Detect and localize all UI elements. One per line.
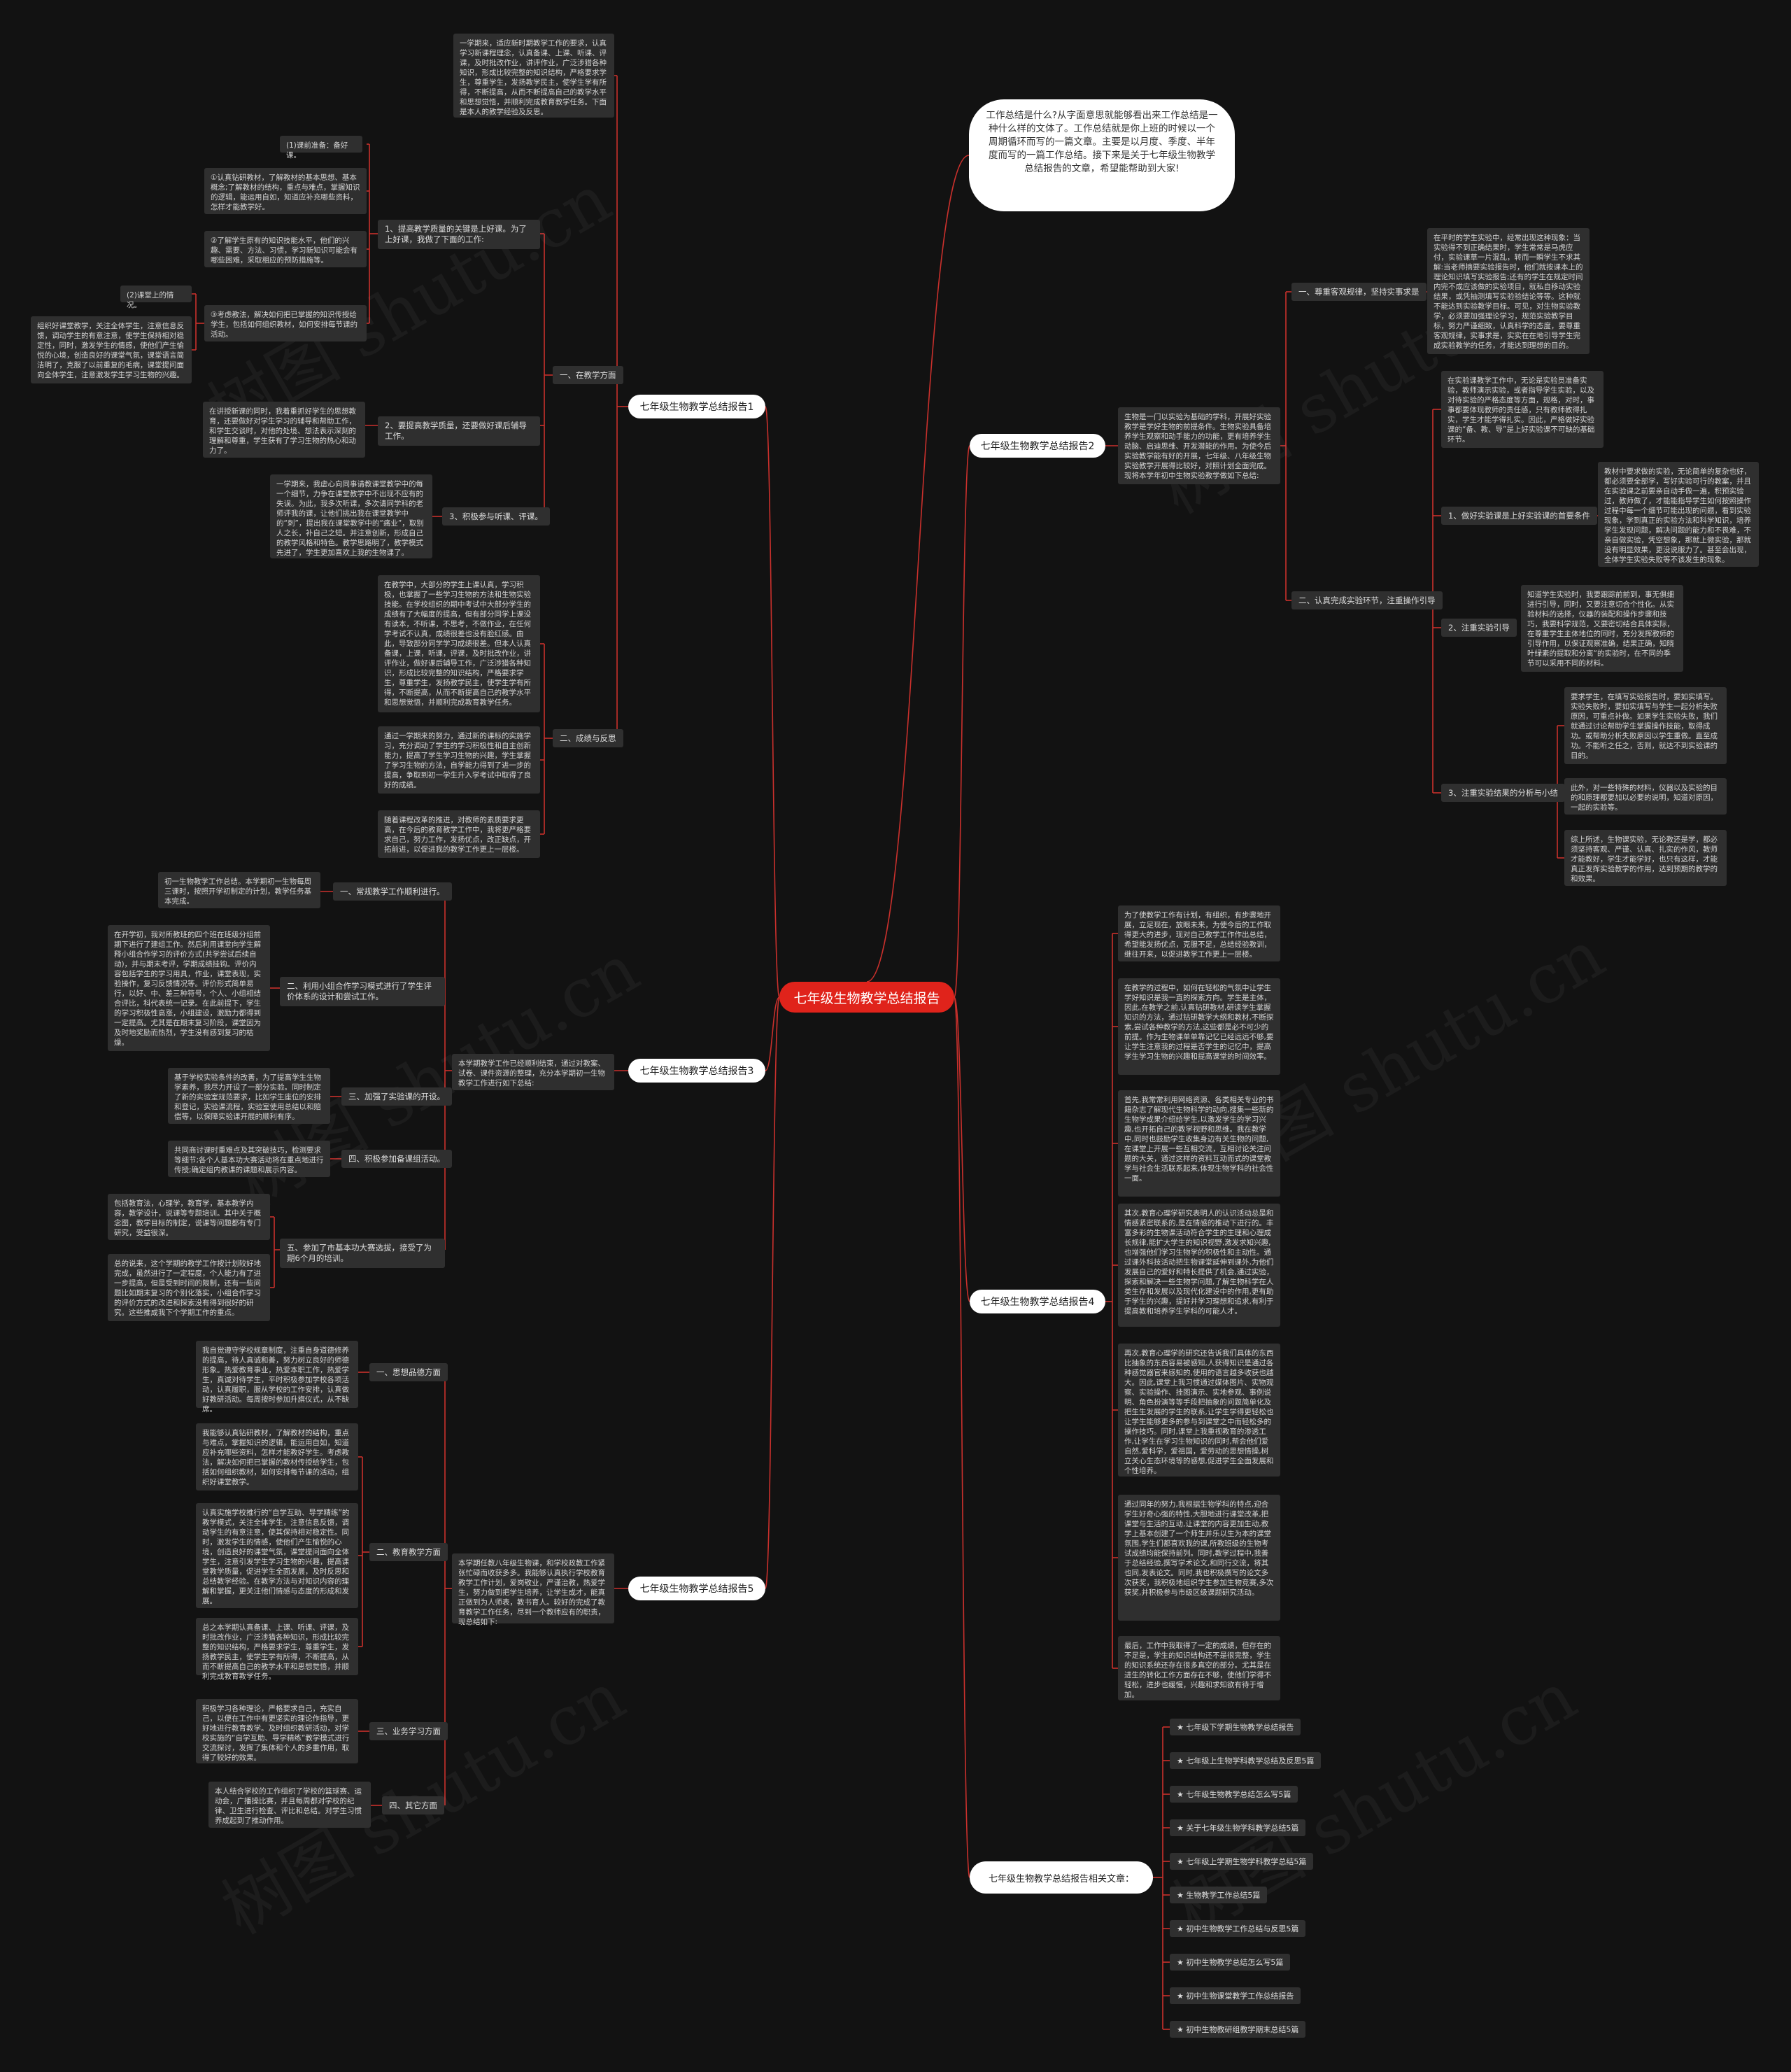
report5-section-study[interactable]: 三、业务学习方面 xyxy=(369,1722,448,1740)
report4-topic[interactable]: 七年级生物教学总结报告4 xyxy=(970,1290,1105,1313)
report5-other-note: 本人结合学校的工作组织了学校的篮球赛、运动会，广播操比赛，并且每周都对学校的纪律… xyxy=(208,1782,371,1828)
connector-line xyxy=(765,406,780,998)
report4-note7: 最后，工作中我取得了一定的成绩，但存在的不足是，学生的知识结构还不是很完整，学生… xyxy=(1118,1636,1280,1700)
related-article-link[interactable]: ★ 初中生物教学总结怎么写5篇 xyxy=(1170,1954,1291,1971)
report1-results-note3: 随着课程改革的推进，对教师的素质要求更高，在今后的教育教学工作中，我将更严格要求… xyxy=(378,810,540,858)
report5-teaching-note1: 我能够认真钻研教材，了解教材的结构，重点与难点，掌握知识的逻辑，能运用自如，知道… xyxy=(196,1423,358,1490)
report4-note1: 为了使教学工作有计划，有组织，有步骤地开展，立足现在，放眼未来，为使今后的工作取… xyxy=(1118,905,1280,961)
report5-morality-note: 我自觉遵守学校规章制度，注重自身道德修养的提高，待人真诚和善，努力树立良好的师德… xyxy=(196,1341,358,1414)
report3-contest-note1: 包括教育法，心理学，教育学，基本教学内容，教学设计，说课等专题培训。其中关于概念… xyxy=(108,1194,270,1240)
report1-section-results[interactable]: 二、成绩与反思 xyxy=(553,729,623,747)
report1-prep-item3: ③考虑教法，解决如何把已掌握的知识传授给学生，包括如何组织教材，如何安排每节课的… xyxy=(204,305,367,341)
report4-note3: 首先,我常常利用网络资源、各类相关专业的书籍杂志了解现代生物科学的动向,搜集一些… xyxy=(1118,1090,1280,1197)
report2-experiment-note: 在实验课教学工作中，无论是实验员准备实验，教师演示实验，或者指导学生实验，以及对… xyxy=(1441,371,1604,448)
report1-subsection-observe[interactable]: 3、积极参与听课、评课。 xyxy=(442,507,550,526)
report3-intro-note: 本学期教学工作已经顺利结束，通过对教案、试卷、课件资源的整理，充分本学期初一生物… xyxy=(452,1054,614,1090)
report2-respect-note: 在平时的学生实验中，经常出现这种现象：当实验得不到正确结果时，学生常常是马虎应付… xyxy=(1427,228,1590,354)
report5-section-morality[interactable]: 一、思想品德方面 xyxy=(369,1363,448,1381)
report5-study-note: 积极学习各种理论，严格要求自己，充实自己，以便在工作中有更坚实的理论作指导，更好… xyxy=(196,1699,358,1763)
report4-note2: 在教学的过程中，如何在轻松的气氛中让学生学好知识是我一直的探索方向。学生是主体，… xyxy=(1118,978,1280,1075)
report3-routine-note: 初一生物教学工作总结。本学期初一生物每周三课时，按照开学初制定的计划，教学任务基… xyxy=(158,872,320,908)
report2-item-guide[interactable]: 2、注重实验引导 xyxy=(1441,619,1517,637)
report2-topic[interactable]: 七年级生物教学总结报告2 xyxy=(970,434,1105,458)
intro-bubble[interactable]: 工作总结是什么?从字面意思就能够看出来工作总结是一种什么样的文体了。工作总结就是… xyxy=(969,99,1235,211)
connector-line xyxy=(765,996,780,1071)
report3-section-contest[interactable]: 五、参加了市基本功大赛选拔，接受了为期6个月的培训。 xyxy=(280,1239,445,1268)
report1-prep-item2: ②了解学生原有的知识技能水平，他们的兴趣、需要、方法、习惯，学习新知识可能会有哪… xyxy=(204,231,367,267)
report4-note4: 其次,教育心理学研究表明人的认识活动总是和情感紧密联系的,是在情感的推动下进行的… xyxy=(1118,1204,1280,1327)
report1-observe-note: 一学期来，我虚心向同事请教课堂教学中的每一个细节，力争在课堂教学中不出现不应有的… xyxy=(270,474,432,558)
report3-section-prepgroup[interactable]: 四、积极参加备课组活动。 xyxy=(341,1150,452,1168)
report1-intro-note: 一学期来，适应新时期教学工作的要求，认真学习新课程理念，认真备课、上课、听课、评… xyxy=(453,34,614,118)
report3-contest-note2: 总的说来，这个学期的教学工作按计划较好地完成，虽然进行了一定程度，个人能力有了进… xyxy=(108,1254,270,1321)
connector-line xyxy=(954,996,970,1878)
related-article-link[interactable]: ★ 生物教学工作总结5篇 xyxy=(1170,1887,1268,1903)
report3-prepgroup-note: 共同商讨课时重难点及其突破技巧，检测要求等细节;各个人基本功大赛活动将在重点地进… xyxy=(168,1141,330,1177)
report1-tutoring-note: 在讲授新课的同时，我着重抓好学生的思想教育，还要做好对学生学习的辅导和帮助工作，… xyxy=(203,402,365,458)
report5-section-other[interactable]: 四、其它方面 xyxy=(382,1796,444,1814)
report4-note5: 再次,教育心理学的研究还告诉我们具体的东西比抽象的东西容易被感知,人获得知识是通… xyxy=(1118,1344,1280,1477)
connector-line xyxy=(765,996,780,1589)
related-article-link[interactable]: ★ 初中生物教研组教学期末总结5篇 xyxy=(1170,2021,1306,2038)
report1-class-note: 组织好课堂教学，关注全体学生，注意信息反馈，调动学生的有意注意，使学生保持相对稳… xyxy=(31,316,192,383)
report3-topic[interactable]: 七年级生物教学总结报告3 xyxy=(628,1059,765,1083)
report3-section-routine[interactable]: 一、常规教学工作顺利进行。 xyxy=(333,882,452,901)
report1-results-note2: 通过一学期来的努力，通过新的课标的实施学习，充分调动了学生的学习积极性和自主创新… xyxy=(378,726,540,794)
report2-intro-note: 生物是一门以实验为基础的学科，开展好实验教学是学好生物的前提条件。生物实验具备培… xyxy=(1118,407,1280,484)
related-article-link[interactable]: ★ 关于七年级生物学科教学总结5篇 xyxy=(1170,1819,1306,1836)
report2-analysis-note1: 要求学生，在填写实验报告时，要如实填写。实验失败时，要如实填写与学生一起分析失败… xyxy=(1564,687,1727,764)
related-article-link[interactable]: ★ 七年级上生物学科教学总结及反思5篇 xyxy=(1170,1752,1322,1769)
report3-section-lab[interactable]: 三、加强了实验课的开设。 xyxy=(341,1087,452,1106)
report1-prep-label: (1)课前准备：备好课。 xyxy=(280,136,362,160)
report5-topic[interactable]: 七年级生物教学总结报告5 xyxy=(628,1577,765,1600)
report5-teaching-note2: 认真实施学校推行的“自学互助、导学精练”的教学模式，关注全体学生，注意信息反馈，… xyxy=(196,1503,358,1608)
report5-intro-note: 本学期任教八年级生物课，和学校政教工作紧张忙碌而收获多多。我能够认真执行学校教育… xyxy=(452,1553,614,1626)
connector-line xyxy=(954,445,970,998)
related-article-link[interactable]: ★ 七年级生物教学总结怎么写5篇 xyxy=(1170,1786,1298,1803)
report3-group-note: 在开学初，我对所教班的四个班在班级分组前期下进行了建组工作。然后利用课堂向学生解… xyxy=(108,925,270,1051)
related-article-link[interactable]: ★ 初中生物课堂教学工作总结报告 xyxy=(1170,1987,1301,2004)
report2-item-prep[interactable]: 1、做好实验课是上好实验课的首要条件 xyxy=(1441,507,1597,525)
related-article-link[interactable]: ★ 七年级下学期生物教学总结报告 xyxy=(1170,1719,1301,1735)
report3-section-group[interactable]: 二、利用小组合作学习模式进行了学生评价体系的设计和尝试工作。 xyxy=(280,977,445,1006)
report2-analysis-note2: 此外，对一些特殊的材料，仪器以及实验的目的和原理都要加以必要的说明，知道对原因，… xyxy=(1564,778,1727,815)
report2-section-respect[interactable]: 一、尊重客观规律，坚持实事求是 xyxy=(1291,283,1427,301)
connector-line xyxy=(866,155,970,982)
root-topic[interactable]: 七年级生物教学总结报告 xyxy=(779,982,954,1013)
report2-section-experiment[interactable]: 二、认真完成实验环节，注重操作引导 xyxy=(1291,591,1443,609)
report1-class-label: (2)课堂上的情况。 xyxy=(120,286,192,309)
connector-line xyxy=(954,996,970,1302)
related-articles-topic[interactable]: 七年级生物教学总结报告相关文章： xyxy=(970,1861,1153,1894)
report4-note6: 通过同年的努力,我根据生物学科的特点,迎合学生好奇心强的特性,大胆地进行课堂改革… xyxy=(1118,1495,1280,1621)
report2-item-analysis[interactable]: 3、注重实验结果的分析与小结 xyxy=(1441,784,1565,802)
report1-section-teaching[interactable]: 一、在教学方面 xyxy=(553,366,623,384)
report5-teaching-note3: 总之本学期认真备课、上课、听课、评课，及时批改作业，广泛涉猎各种知识，形成比较完… xyxy=(196,1618,358,1681)
report1-results-note1: 在教学中，大部分的学生上课认真，学习积极，也掌握了一些学习生物的方法和生物实验技… xyxy=(378,575,540,712)
report1-topic[interactable]: 七年级生物教学总结报告1 xyxy=(628,395,765,418)
report1-subsection-tutoring[interactable]: 2、要提高教学质量，还要做好课后辅导工作。 xyxy=(378,416,540,446)
report2-prep-note: 教材中要求做的实验，无论简单的复杂也好，都必须要全部学，写好实验可行的教案，并且… xyxy=(1598,462,1759,567)
report1-prep-item1: ①认真钻研教材，了解教材的基本思想、基本概念;了解教材的结构，重点与难点，掌握知… xyxy=(204,168,367,214)
related-article-link[interactable]: ★ 初中生物教学工作总结与反思5篇 xyxy=(1170,1920,1306,1937)
report2-guide-note: 知道学生实验时，我要跟踪前前到，事无俱细进行引导，同时，又要注意切合个性化。从实… xyxy=(1521,585,1683,672)
related-article-link[interactable]: ★ 七年级上学期生物学科教学总结5篇 xyxy=(1170,1853,1314,1870)
report3-lab-note: 基于学校实验条件的改善，为了提高学生生物学素养，我尽力开设了一部分实验。同时制定… xyxy=(168,1068,330,1124)
report2-analysis-note3: 综上所述，生物课实验，无论教还是学，都必须坚持客观、严谨、认真、扎实的作风，教师… xyxy=(1564,830,1727,886)
report1-subsection-lesson[interactable]: 1、提高教学质量的关键是上好课。为了上好课，我做了下面的工作: xyxy=(378,220,540,249)
report5-section-teaching[interactable]: 二、教育教学方面 xyxy=(369,1543,448,1561)
